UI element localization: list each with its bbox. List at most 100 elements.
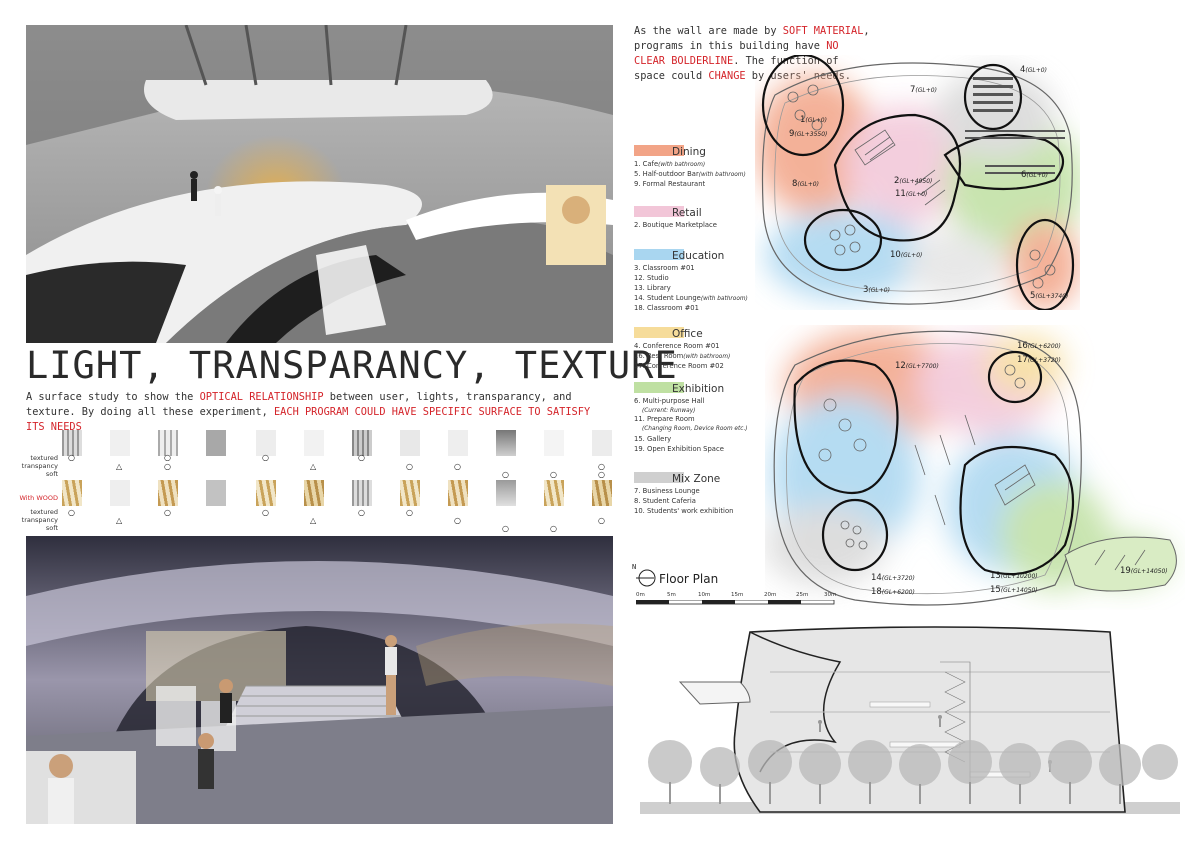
study-tile: [62, 430, 82, 456]
study-tile: [352, 430, 372, 456]
study-marker: ○: [164, 508, 171, 517]
study-marker: ○: [550, 524, 557, 533]
legend-item: 10. Students' work exhibition: [634, 507, 734, 515]
render-runway-hall: [26, 25, 613, 343]
study-marker: ○: [550, 470, 557, 479]
legend-item: 8. Student Caferia: [634, 497, 696, 505]
legend-title-education: Education: [672, 250, 725, 262]
study-tile-wood: [158, 480, 178, 506]
legend-swatch-education: [634, 249, 684, 260]
plan-label: 12(GL+7700): [895, 361, 939, 371]
study-marker: ○: [358, 453, 365, 462]
study-tile: [448, 430, 468, 456]
plan-label: 3(GL+0): [863, 285, 890, 295]
study-marker: △: [116, 462, 123, 471]
plan-label: 7(GL+0): [910, 85, 937, 95]
legend-item: 17. Conference Room #02: [634, 362, 724, 370]
row2-accent-label: With WOOD: [19, 494, 59, 502]
legend-swatch-dining: [634, 145, 684, 156]
study-marker: △: [310, 462, 317, 471]
page-title: LIGHT, TRANSPARANCY, TEXTURE: [26, 344, 678, 387]
intro-part-1: As the wall are made by: [634, 25, 783, 37]
desc-part-2: between user, lights, transparancy, and …: [26, 391, 572, 418]
program-legend: Dining 1. Cafe(with bathroom) 5. Half-ou…: [634, 145, 779, 525]
row1-label-textured: textured: [30, 454, 58, 462]
scale-tick-label: 20m: [764, 592, 777, 598]
scale-tick-label: 15m: [731, 592, 744, 598]
study-marker: ○: [262, 453, 269, 462]
plan-label: 9(GL+3550): [789, 129, 828, 139]
legend-item: 18. Classroom #01: [634, 304, 699, 312]
study-marker: ○: [164, 453, 171, 462]
study-marker: ○: [68, 453, 75, 462]
row2-label-soft: soft: [45, 524, 58, 532]
plan-label: 16(GL+6200): [1017, 341, 1061, 351]
legend-title-exhibition: Exhibition: [672, 383, 725, 395]
legend-item: 12. Studio: [634, 274, 669, 282]
row2-labels: With WOOD textured transpancy soft: [16, 494, 59, 532]
intro-highlight-2: NO CLEAR BOLDERLINE: [634, 40, 839, 67]
legend-swatch-exhibition: [634, 382, 684, 393]
study-tile-wood: [448, 480, 468, 506]
study-tile-wood: [352, 480, 372, 506]
study-marker: ○: [406, 508, 413, 517]
study-tile-wood: [592, 480, 612, 506]
plan-label: 4(GL+0): [1020, 65, 1047, 75]
legend-title-mixzone: Mix Zone: [672, 473, 721, 485]
study-marker: ○: [502, 524, 509, 533]
study-tile-wood: [62, 480, 82, 506]
row1-label-transparency: transpancy: [21, 462, 58, 470]
render-cafe-interior: [26, 536, 613, 824]
study-marker: ○: [164, 462, 171, 471]
plan-label: 10(GL+0): [890, 250, 923, 260]
study-tile: [158, 430, 178, 456]
intro-part-3: . The function of space could: [634, 55, 839, 82]
study-marker: △: [116, 516, 123, 525]
plan-label: 8(GL+0): [792, 179, 819, 189]
plan-label: 15(GL+14050): [990, 585, 1038, 595]
plan-label: 14(GL+3720): [871, 573, 915, 583]
legend-swatch-mixzone: [634, 472, 684, 483]
legend-item: (Current: Runway): [642, 408, 696, 414]
study-tile-wood: [544, 480, 564, 506]
intro-highlight-3: CHANGE: [708, 70, 746, 82]
row1-labels: textured transpancy soft: [16, 454, 58, 478]
plan-label: 19(GL+14050): [1120, 566, 1168, 576]
scale-tick-label: 0m: [636, 592, 645, 598]
study-tile: [304, 430, 324, 456]
study-tile-wood: [304, 480, 324, 506]
study-marker: ○: [406, 462, 413, 471]
legend-item: 4. Conference Room #01: [634, 342, 720, 350]
study-marker: ○: [358, 508, 365, 517]
study-tile-wood: [400, 480, 420, 506]
study-marker: ○: [502, 470, 509, 479]
row1-label-soft: soft: [45, 470, 58, 478]
study-tile-wood: [496, 480, 516, 506]
study-tile-wood: [206, 480, 226, 506]
plan-label: 1(GL+0): [800, 115, 827, 125]
intro-highlight-1: SOFT MATERIAL: [782, 25, 864, 37]
intro-part-2: , programs in this building have: [634, 25, 870, 52]
study-marker: ○: [598, 470, 605, 479]
scale-bar: 0m 5m 10m 15m 20m 25m 30m: [636, 592, 836, 606]
legend-item: 2. Boutique Marketplace: [634, 221, 717, 229]
study-tile-wood: [256, 480, 276, 506]
legend-item: 13. Library: [634, 284, 671, 292]
scale-tick-label: 25m: [796, 592, 809, 598]
study-tile-wood: [110, 480, 130, 506]
legend-item: 14. Student Lounge(with bathroom): [634, 294, 748, 302]
study-marker: ○: [262, 508, 269, 517]
plan-label: 5(GL+3740): [1030, 291, 1069, 301]
desc-part-1: A surface study to show the: [26, 391, 200, 403]
floor-plan-lower: 12(GL+7700) 16(GL+6200) 17(GL+3720) 14(G…: [765, 325, 1185, 610]
intro-text: As the wall are made by SOFT MATERIAL, p…: [634, 24, 874, 84]
legend-item: 16. Rest Room(with bathroom): [634, 352, 731, 360]
north-arrow: N: [632, 563, 656, 589]
legend-item: 6. Multi-purpose Hall: [634, 397, 705, 405]
plan-label: 2(GL+4950): [894, 176, 933, 186]
study-tile: [592, 430, 612, 456]
plan-label: 13(GL+10200): [990, 571, 1038, 581]
study-tile: [544, 430, 564, 456]
legend-item: 19. Open Exhibition Space: [634, 445, 724, 453]
legend-title-retail: Retail: [672, 207, 702, 219]
